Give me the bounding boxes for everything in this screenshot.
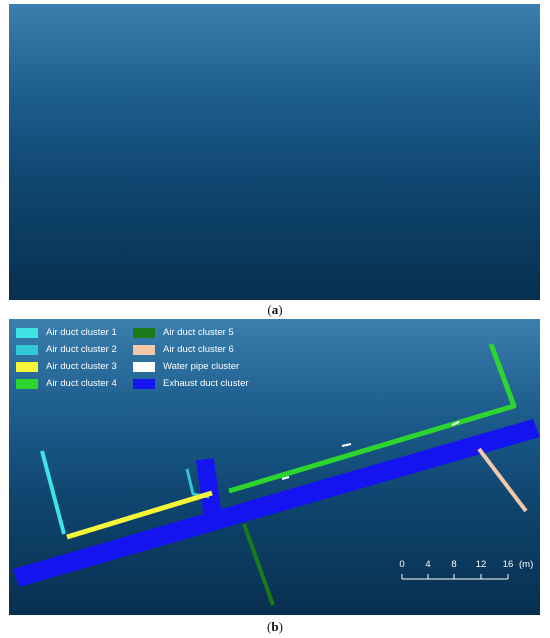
scale-unit-label: (m) <box>519 559 533 570</box>
legend-swatch <box>16 379 38 389</box>
scale-tick-label: 16 <box>503 559 514 570</box>
legend-swatch <box>16 328 38 338</box>
exhaust-duct-segment <box>13 419 540 587</box>
caption-a-letter: a <box>271 302 279 317</box>
water-pipe-segment <box>341 443 352 447</box>
legend-swatch <box>16 345 38 355</box>
legend-swatch <box>16 362 38 372</box>
segmented-panel-b: 0 4 8 12 16 (m) Air duct cluster 1 Air d… <box>9 319 540 615</box>
water-pipe-segment <box>281 476 290 480</box>
air-duct-cluster-6-segment <box>477 447 528 513</box>
legend-label: Water pipe cluster <box>163 361 240 372</box>
caption-b-letter: b <box>271 619 279 634</box>
scale-tick-label: 4 <box>425 559 430 570</box>
legend-label: Air duct cluster 5 <box>163 327 234 338</box>
scale-bar-b: 0 4 8 12 16 (m) <box>399 559 533 580</box>
legend-swatch <box>133 345 155 355</box>
air-duct-cluster-5-segment <box>242 523 275 606</box>
panel-a-background <box>9 4 540 300</box>
legend-label: Air duct cluster 3 <box>46 361 117 372</box>
legend-label: Air duct cluster 6 <box>163 344 234 355</box>
water-pipe-segment <box>451 421 460 426</box>
air-duct-cluster-4-segment <box>228 343 517 494</box>
panel-b-background <box>9 319 540 615</box>
caption-b: (b) <box>267 619 283 634</box>
scale-tick-label: 0 <box>399 559 404 570</box>
legend-label: Exhaust duct cluster <box>163 378 249 389</box>
point-cloud-panel-a: 0 4 8 12 16 (m) <box>9 4 540 300</box>
legend-label: Air duct cluster 1 <box>46 327 117 338</box>
legend-swatch <box>133 328 155 338</box>
segmented-view-b: 0 4 8 12 16 (m) <box>13 343 540 606</box>
legend-label: Air duct cluster 2 <box>46 344 117 355</box>
air-duct-cluster-3-segment <box>66 490 213 540</box>
legend-swatch <box>133 362 155 372</box>
exhaust-duct-branch <box>195 458 223 520</box>
scale-tick-label: 12 <box>476 559 487 570</box>
air-duct-cluster-1-segment <box>40 450 66 535</box>
caption-a: (a) <box>267 302 283 317</box>
legend-label: Air duct cluster 4 <box>46 378 117 389</box>
scale-tick-label: 8 <box>451 559 456 570</box>
legend-swatch <box>133 379 155 389</box>
